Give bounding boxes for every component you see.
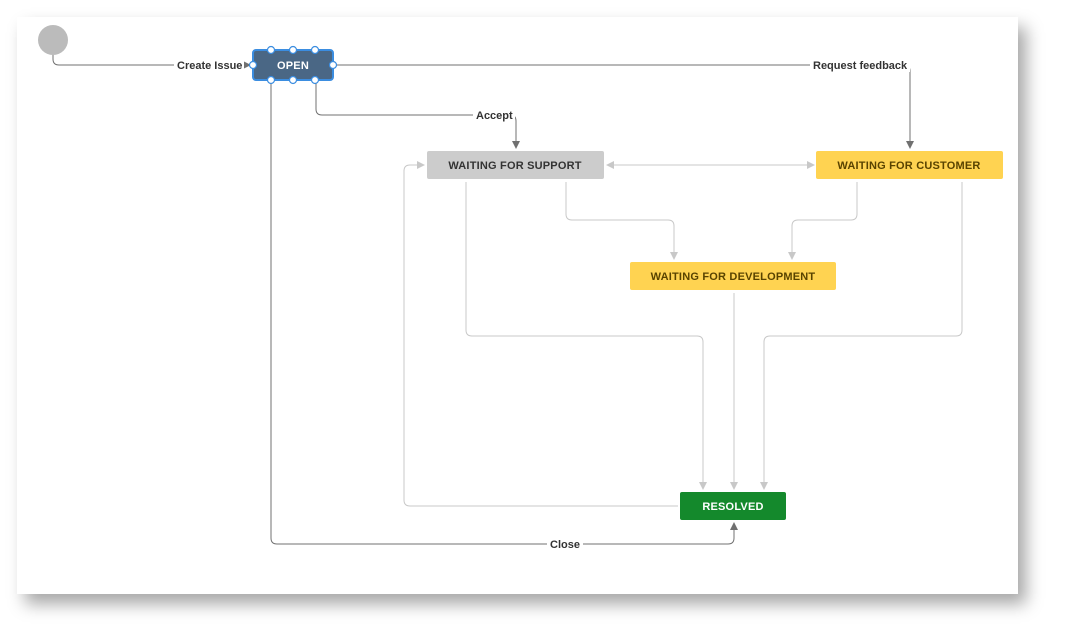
label-create-issue[interactable]: Create Issue [177, 60, 242, 72]
edge-support-resolved[interactable] [465, 182, 707, 490]
edge-accept[interactable] [315, 80, 520, 149]
status-resolved[interactable]: RESOLVED [680, 492, 786, 520]
selection-handles[interactable] [248, 45, 338, 85]
status-waiting-for-development-label: WAITING FOR DEVELOPMENT [651, 271, 816, 283]
status-waiting-for-support[interactable]: WAITING FOR SUPPORT [427, 151, 604, 179]
edge-customer-resolved[interactable] [760, 182, 963, 490]
edge-customer-development[interactable] [788, 182, 858, 260]
label-accept[interactable]: Accept [476, 110, 513, 122]
status-waiting-for-support-label: WAITING FOR SUPPORT [448, 160, 581, 172]
edge-support-development[interactable] [565, 182, 678, 260]
edge-create-issue[interactable] [52, 54, 251, 69]
edge-resolved-support[interactable] [403, 161, 678, 507]
secondary-transitions [403, 161, 963, 507]
edge-request-feedback[interactable] [334, 64, 914, 149]
label-close[interactable]: Close [550, 539, 580, 551]
status-waiting-for-development[interactable]: WAITING FOR DEVELOPMENT [630, 262, 836, 290]
edge-close[interactable] [270, 80, 738, 545]
status-waiting-for-customer-label: WAITING FOR CUSTOMER [837, 160, 980, 172]
status-resolved-label: RESOLVED [702, 501, 763, 513]
status-waiting-for-customer[interactable]: WAITING FOR CUSTOMER [816, 151, 1003, 179]
primary-transitions [52, 54, 914, 545]
label-request-feedback[interactable]: Request feedback [813, 60, 908, 72]
start-node [38, 25, 68, 55]
transition-labels: Create Issue Request feedback Accept Clo… [174, 58, 910, 551]
workflow-canvas [17, 17, 1018, 594]
status-open[interactable]: OPEN [248, 45, 338, 85]
status-open-label: OPEN [277, 60, 309, 72]
